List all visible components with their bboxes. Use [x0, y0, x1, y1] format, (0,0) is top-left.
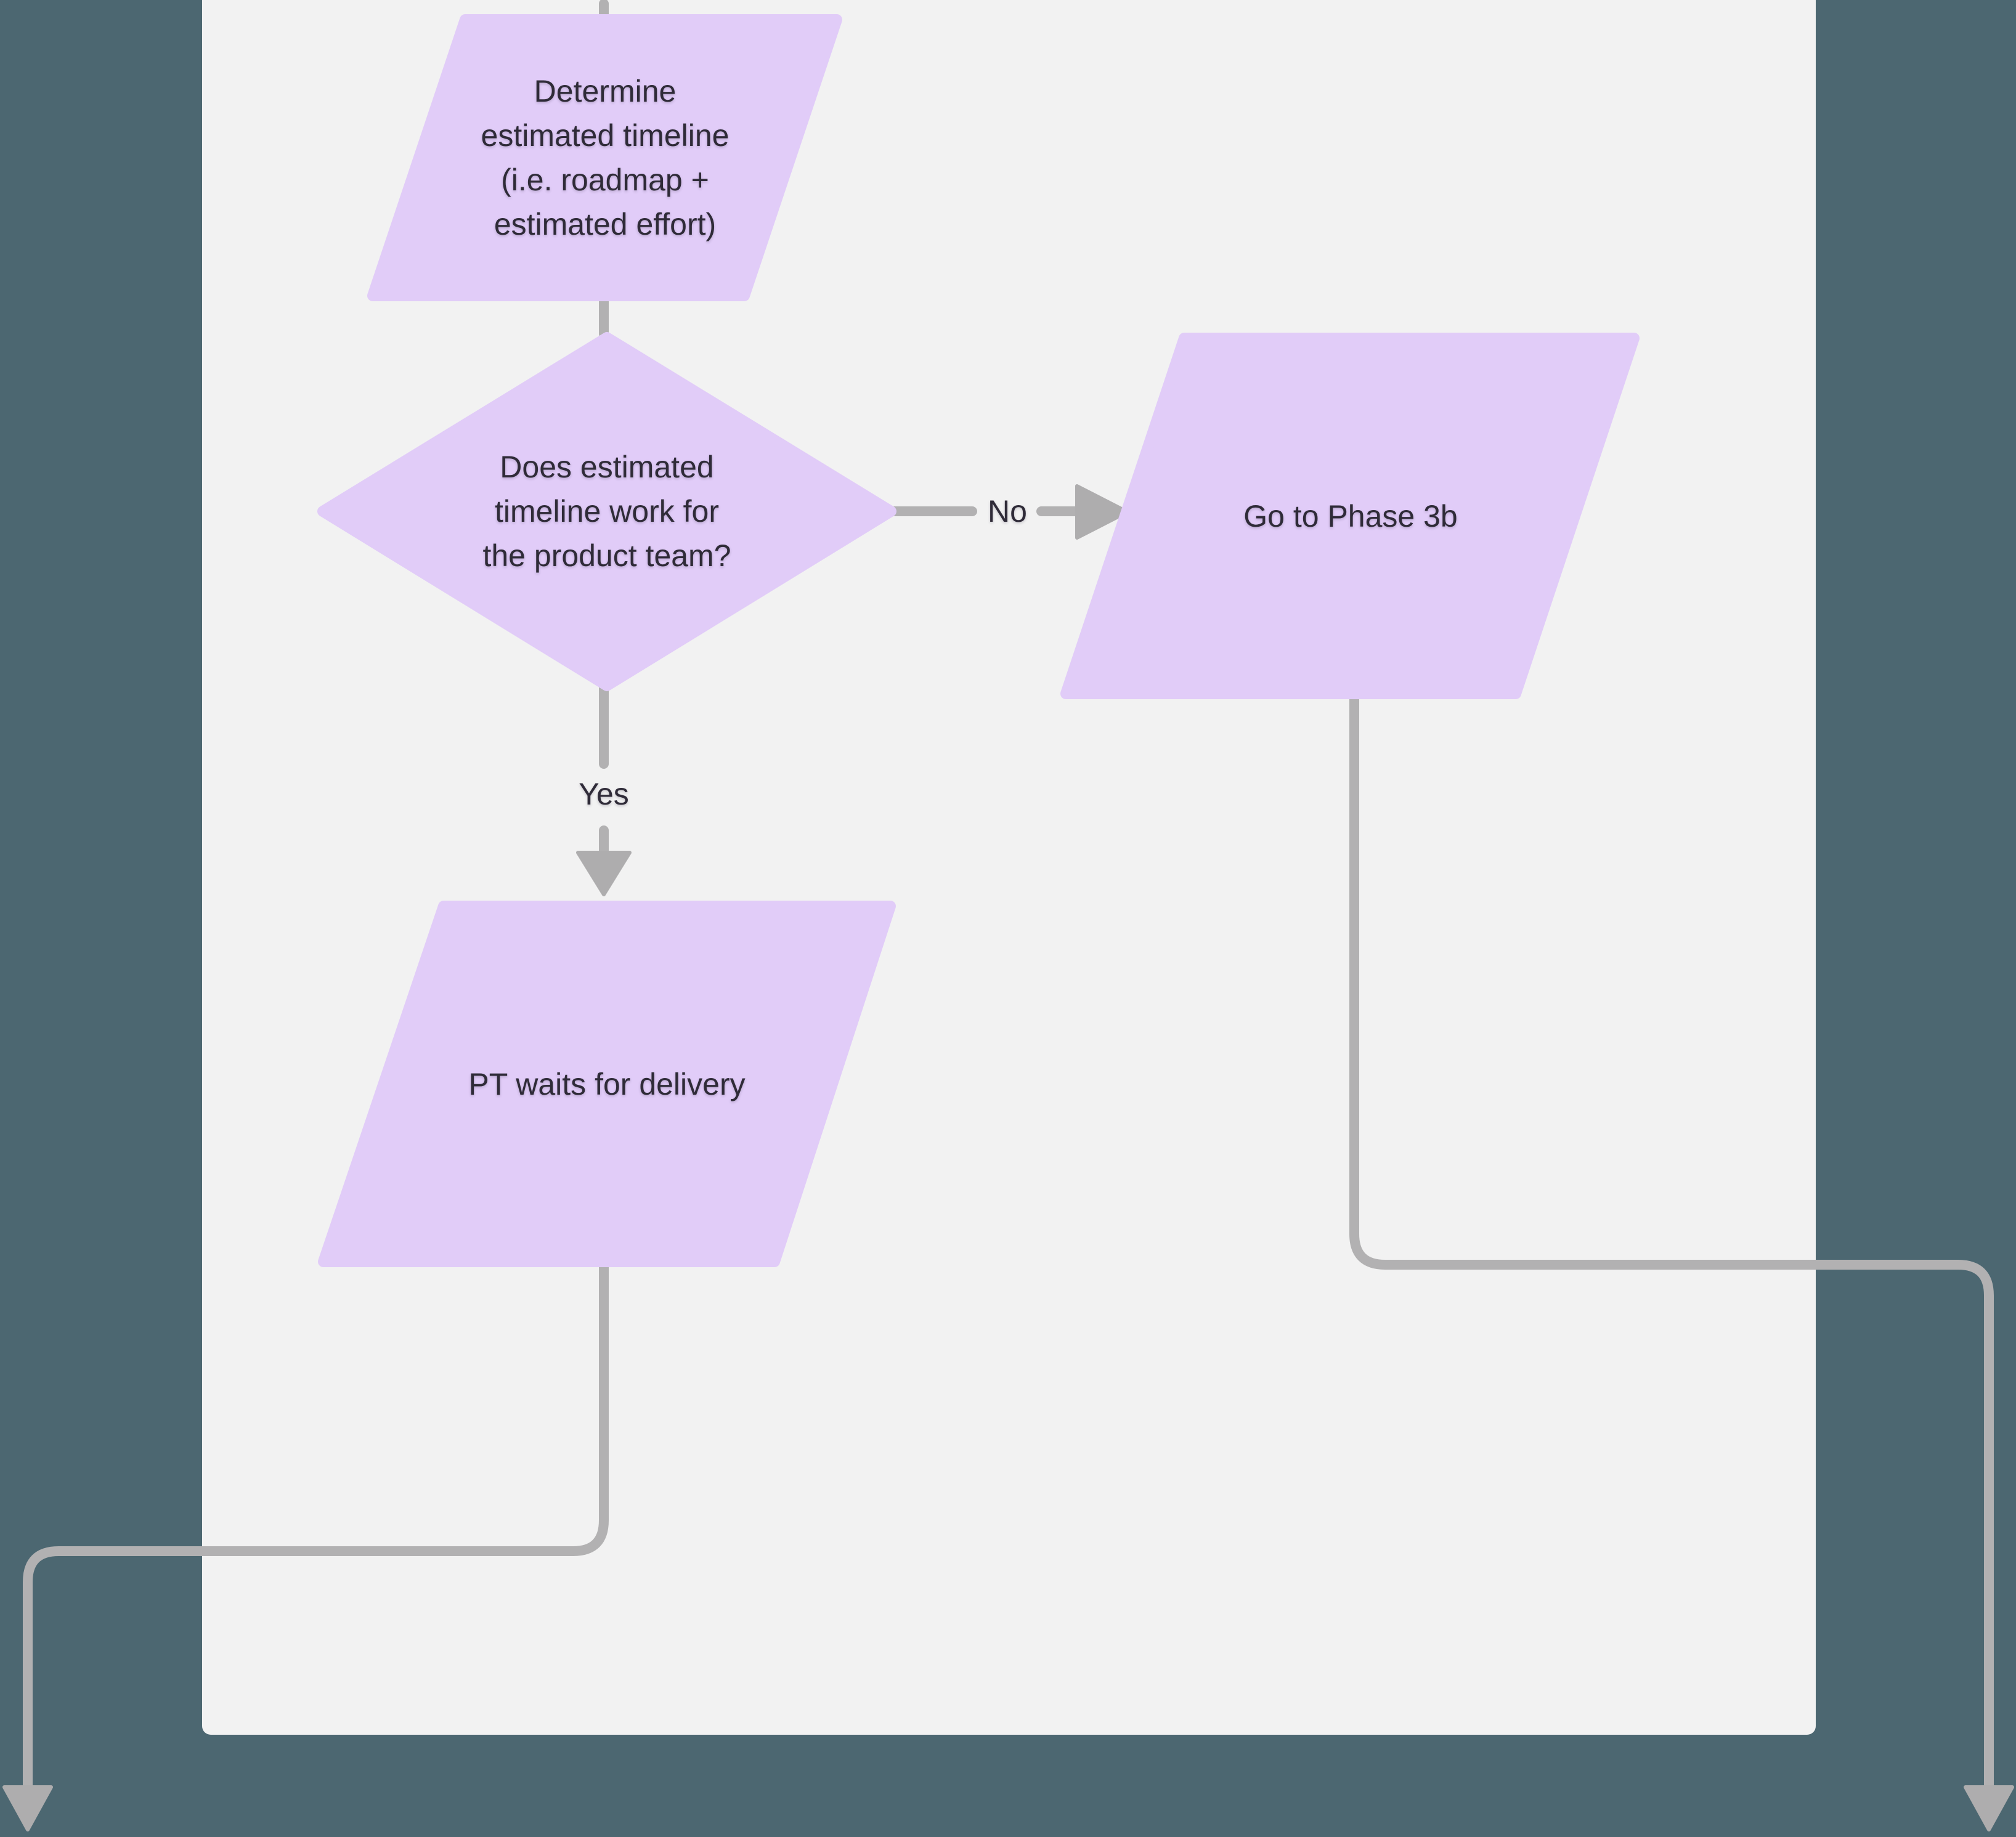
- node-timeline-works-decision[interactable]: [317, 332, 896, 691]
- arrowhead-yes-down-icon: [576, 851, 632, 896]
- node-determine-timeline[interactable]: [367, 14, 842, 301]
- connector-phase3b-to-bottom-right: [1349, 691, 1994, 1790]
- node-pt-waits-for-delivery[interactable]: [318, 901, 896, 1267]
- node-go-to-phase-3b[interactable]: [1060, 333, 1640, 699]
- arrowhead-no-right-icon: [1075, 484, 1129, 540]
- arrowhead-bottom-right-icon: [1964, 1785, 2014, 1831]
- connector-ptwaits-to-bottom-left: [23, 1259, 609, 1790]
- arrowhead-bottom-left-icon: [2, 1785, 53, 1831]
